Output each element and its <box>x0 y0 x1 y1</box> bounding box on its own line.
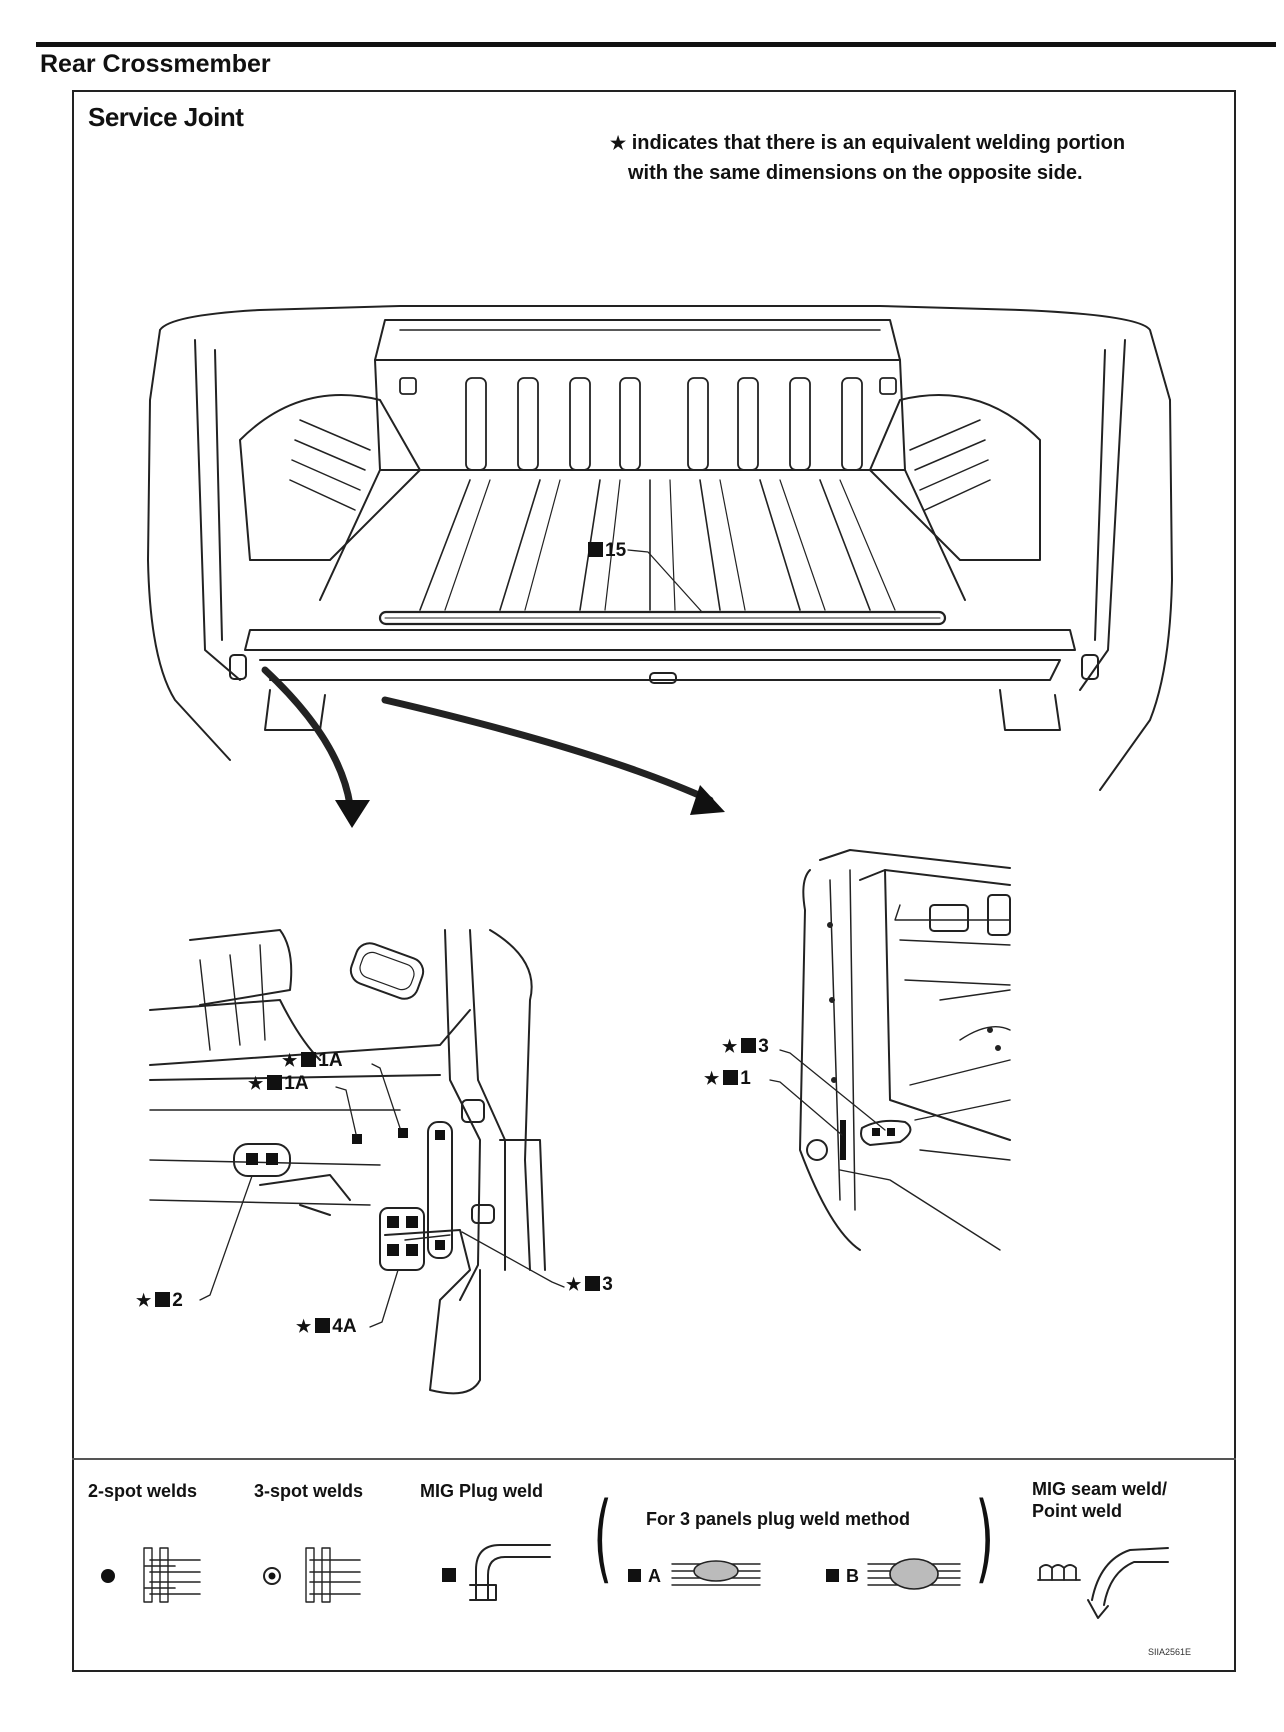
left-detail-welds <box>233 1121 453 1271</box>
callout-1-right: ★1 <box>704 1068 751 1089</box>
callout-3-left: ★3 <box>566 1274 613 1295</box>
legend-mig-seam: MIG seam weld/ Point weld <box>1032 1478 1167 1522</box>
legend-mig-plug: MIG Plug weld <box>420 1481 544 1501</box>
left-bracket: ( <box>593 1482 613 1594</box>
callout-15: 15 <box>584 540 626 562</box>
detail-arrows <box>261 666 725 828</box>
callout-1a-top: ★1A <box>282 1050 343 1071</box>
square-icon <box>315 1318 331 1333</box>
note-line-2: with the same dimensions on the opposite… <box>628 162 1083 184</box>
section-title: Rear Crossmember <box>40 50 271 78</box>
left-leaders <box>199 1063 565 1328</box>
legend-mig-seam-line2: Point weld <box>1032 1501 1122 1521</box>
star-icon: ★ <box>566 1275 582 1294</box>
star-icon: ★ <box>704 1069 720 1088</box>
panel-title: Service Joint <box>88 102 244 132</box>
legend-three-spot: 3-spot welds <box>254 1481 364 1501</box>
callout-4a: ★4A <box>296 1316 357 1337</box>
callout-2: ★2 <box>136 1290 183 1311</box>
legend-method-b: B <box>846 1566 859 1586</box>
legend-three-panel: For 3 panels plug weld method <box>646 1509 911 1529</box>
legend-method-a: A <box>648 1566 661 1586</box>
legend-two-spot: 2-spot welds <box>88 1481 198 1501</box>
square-icon <box>723 1070 739 1085</box>
square-icon <box>585 1276 601 1291</box>
diagram-frame <box>72 90 1236 1672</box>
star-icon: ★ <box>296 1317 312 1336</box>
star-icon: ★ <box>282 1051 298 1070</box>
right-bracket: ) <box>975 1482 995 1594</box>
truck-bed-drawing <box>147 305 1173 791</box>
legend-divider <box>72 1458 1236 1460</box>
square-icon <box>301 1052 317 1067</box>
star-note: ★ indicates that there is an equivalent … <box>610 128 1125 188</box>
callout-3-right: ★3 <box>722 1036 769 1057</box>
right-leaders <box>769 1049 886 1136</box>
legend-icons <box>101 1544 1169 1619</box>
figure-code: SIIA2561E <box>1148 1647 1192 1657</box>
star-icon: ★ <box>610 133 627 153</box>
left-detail-drawing <box>149 929 546 1395</box>
top-rule <box>36 42 1276 47</box>
star-icon: ★ <box>136 1291 152 1310</box>
legend-mig-seam-line1: MIG seam weld/ <box>1032 1479 1168 1499</box>
square-icon <box>155 1292 171 1307</box>
right-detail-drawing <box>799 849 1011 1251</box>
star-icon: ★ <box>722 1037 738 1056</box>
square-icon <box>588 542 603 557</box>
callout-1a-mid: ★1A <box>248 1073 309 1094</box>
star-icon: ★ <box>248 1074 264 1093</box>
square-icon <box>741 1038 757 1053</box>
square-icon <box>267 1075 283 1090</box>
right-detail-welds <box>840 1119 912 1160</box>
note-line-1: indicates that there is an equivalent we… <box>631 132 1126 154</box>
